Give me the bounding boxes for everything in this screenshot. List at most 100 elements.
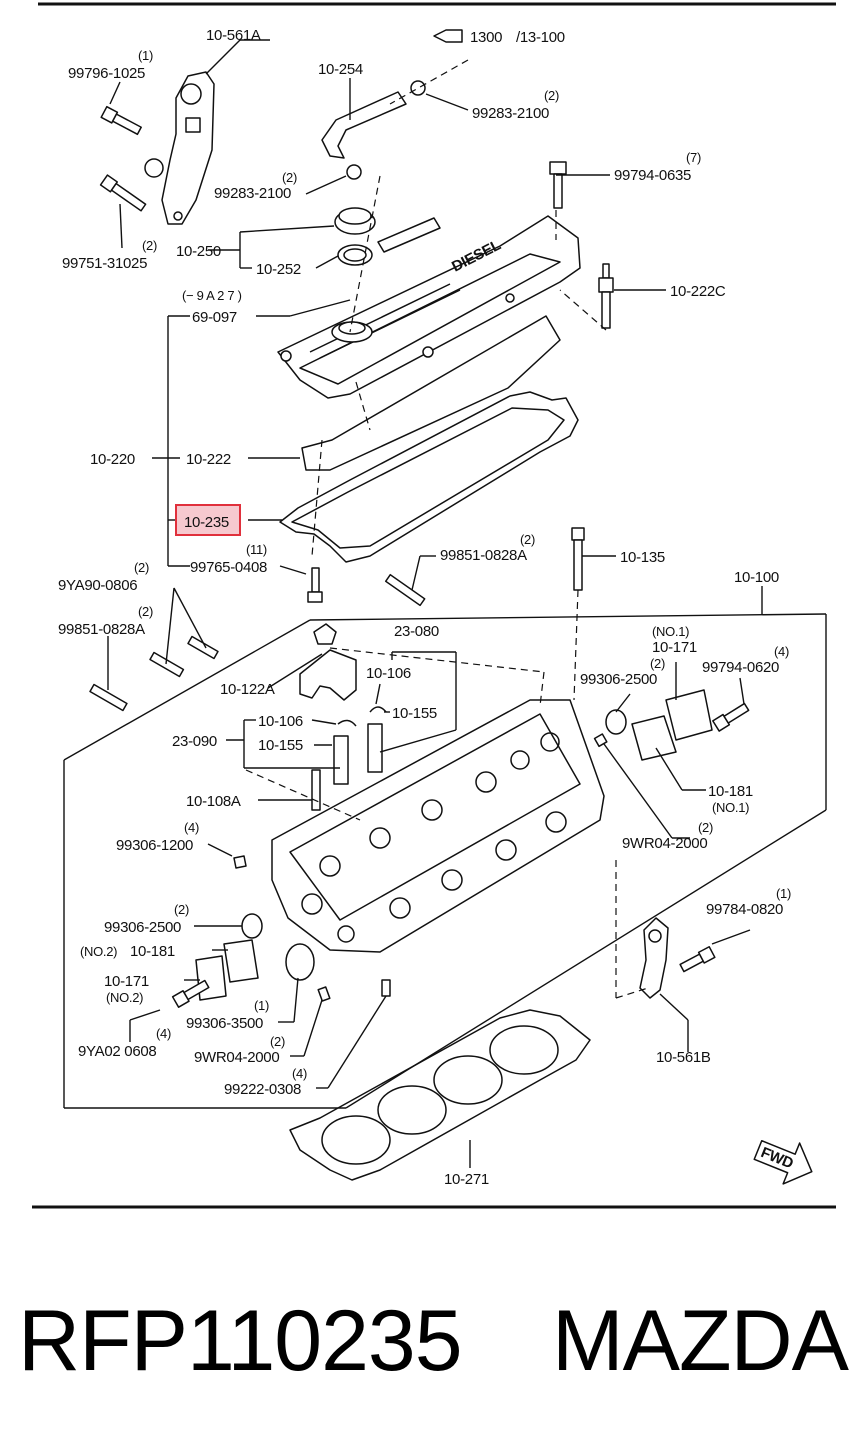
qty-99283-top: (2) xyxy=(544,88,559,103)
label-10-250: 10-250 xyxy=(176,243,221,260)
label-9WR04-2000-right: 9WR04-2000 xyxy=(622,835,707,852)
bolt-99784-0820 xyxy=(679,945,716,973)
label-99306-2500-right: 99306-2500 xyxy=(580,671,657,688)
reference-13-100: /13-100 xyxy=(516,29,565,46)
label-9A27: (− 9 A 2 7 ) xyxy=(182,288,242,303)
cap-10-122A xyxy=(299,649,357,701)
hand-pointer-icon xyxy=(433,29,463,43)
bolt-99794-0620 xyxy=(712,702,750,732)
qty-9YA90: (2) xyxy=(134,560,149,575)
bolt-99751-31025 xyxy=(99,174,147,212)
qty-99851-left: (2) xyxy=(138,604,153,619)
label-10-171-top: 10-171 xyxy=(652,639,697,656)
label-10-155-left: 10-155 xyxy=(258,737,303,754)
label-no2-bottom: (NO.2) xyxy=(106,990,143,1005)
bolt-99794-0635 xyxy=(549,161,567,209)
qty-99751: (2) xyxy=(142,238,157,253)
reference-1300: 1300 xyxy=(470,29,502,46)
label-10-222: 10-222 xyxy=(186,451,231,468)
label-99796-1025: 99796-1025 xyxy=(68,65,145,82)
label-23-080: 23-080 xyxy=(394,623,439,640)
label-99794-0635: 99794-0635 xyxy=(614,167,691,184)
qty-99794-0635: (7) xyxy=(686,150,701,165)
label-10-235: 10-235 xyxy=(184,514,229,531)
qty-9WR04-left: (2) xyxy=(270,1034,285,1049)
label-10-252: 10-252 xyxy=(256,261,301,278)
caption: RFP110235 MAZDA xyxy=(0,1290,864,1400)
stud-99851-0828A-a xyxy=(149,651,185,678)
stud-9YA90-0806 xyxy=(187,635,219,660)
dashed-guides xyxy=(245,59,649,999)
label-10-135: 10-135 xyxy=(620,549,665,566)
label-10-100: 10-100 xyxy=(734,569,779,586)
plug-99306-2500-left xyxy=(241,913,263,939)
label-99794-0620: 99794-0620 xyxy=(702,659,779,676)
label-99306-3500: 99306-3500 xyxy=(186,1015,263,1032)
qty-99765: (11) xyxy=(246,542,267,557)
label-99283-2100-top: 99283-2100 xyxy=(472,105,549,122)
plug-10-222C xyxy=(598,263,614,329)
label-10-220: 10-220 xyxy=(90,451,135,468)
brand-name: MAZDA xyxy=(552,1293,849,1389)
fwd-arrow: FWD xyxy=(753,1139,813,1185)
gasket-10-235 xyxy=(279,391,579,563)
qty-99851-mid: (2) xyxy=(520,532,535,547)
qty-9WR04-right: (2) xyxy=(698,820,713,835)
label-10-254: 10-254 xyxy=(318,61,363,78)
label-99306-1200: 99306-1200 xyxy=(116,837,193,854)
valve-108A xyxy=(311,769,321,811)
label-10-222C: 10-222C xyxy=(670,283,726,300)
bolt-99796-1025 xyxy=(100,105,142,136)
gasket-10-181-no2 xyxy=(223,939,259,983)
label-99751-31025: 99751-31025 xyxy=(62,255,147,272)
label-23-090: 23-090 xyxy=(172,733,217,750)
bracket-10-561A xyxy=(161,71,215,225)
label-99222-0308: 99222-0308 xyxy=(224,1081,301,1098)
hose-10-254 xyxy=(321,91,407,159)
cover-10-171-no1 xyxy=(665,689,713,741)
highlight-box-10-235 xyxy=(175,504,241,536)
gasket-10-222 xyxy=(301,315,561,471)
qty-9YA02: (4) xyxy=(156,1026,171,1041)
valve-stem-left xyxy=(333,735,349,785)
cylinder-head-cover xyxy=(277,215,581,399)
cylinder-head-block xyxy=(271,699,605,953)
block-details xyxy=(301,732,567,943)
label-10-181-left: 10-181 xyxy=(130,943,175,960)
label-10-106-top: 10-106 xyxy=(366,665,411,682)
parts-illustration: DIESEL xyxy=(89,29,813,1185)
stud-99851-0828A-mid xyxy=(384,573,426,607)
bolt-99765-0408 xyxy=(307,567,323,603)
qty-99796: (1) xyxy=(138,48,153,63)
label-9WR04-2000-left: 9WR04-2000 xyxy=(194,1049,279,1066)
label-no1-bottom: (NO.1) xyxy=(712,800,749,815)
head-gasket-10-271 xyxy=(289,1009,591,1181)
head-gasket-bores xyxy=(321,1025,559,1165)
qty-99306-3500: (1) xyxy=(254,998,269,1013)
qty-99283-mid: (2) xyxy=(282,170,297,185)
label-69-097: 69-097 xyxy=(192,309,237,326)
qty-99306-2500-left: (2) xyxy=(174,902,189,917)
leader-lines xyxy=(63,39,827,1168)
qty-99794-0620: (4) xyxy=(774,644,789,659)
part-number: RFP110235 xyxy=(18,1293,463,1389)
part-labels: 1300 /13-100 10-561A (1) 99796-1025 10-2… xyxy=(58,27,791,1188)
label-no2-10-181: (NO.2) xyxy=(80,944,117,959)
label-99851-0828A-mid: 99851-0828A xyxy=(440,547,527,564)
label-10-271: 10-271 xyxy=(444,1171,489,1188)
label-99306-2500-left: 99306-2500 xyxy=(104,919,181,936)
bolt-10-135 xyxy=(571,527,585,591)
label-10-181-right: 10-181 xyxy=(708,783,753,800)
stud-99851-0828A-b xyxy=(89,683,128,712)
label-99784-0820: 99784-0820 xyxy=(706,901,783,918)
bolt-9YA02-0608 xyxy=(171,979,210,1008)
label-10-171-left: 10-171 xyxy=(104,973,149,990)
label-10-561B: 10-561B xyxy=(656,1049,711,1066)
qty-99222: (4) xyxy=(292,1066,307,1081)
label-9YA90-0806: 9YA90-0806 xyxy=(58,577,137,594)
label-99851-0828A-left: 99851-0828A xyxy=(58,621,145,638)
qty-99784: (1) xyxy=(776,886,791,901)
cover-10-171-no2 xyxy=(195,955,227,1001)
label-10-108A: 10-108A xyxy=(186,793,241,810)
valve-stem-right xyxy=(367,723,383,773)
